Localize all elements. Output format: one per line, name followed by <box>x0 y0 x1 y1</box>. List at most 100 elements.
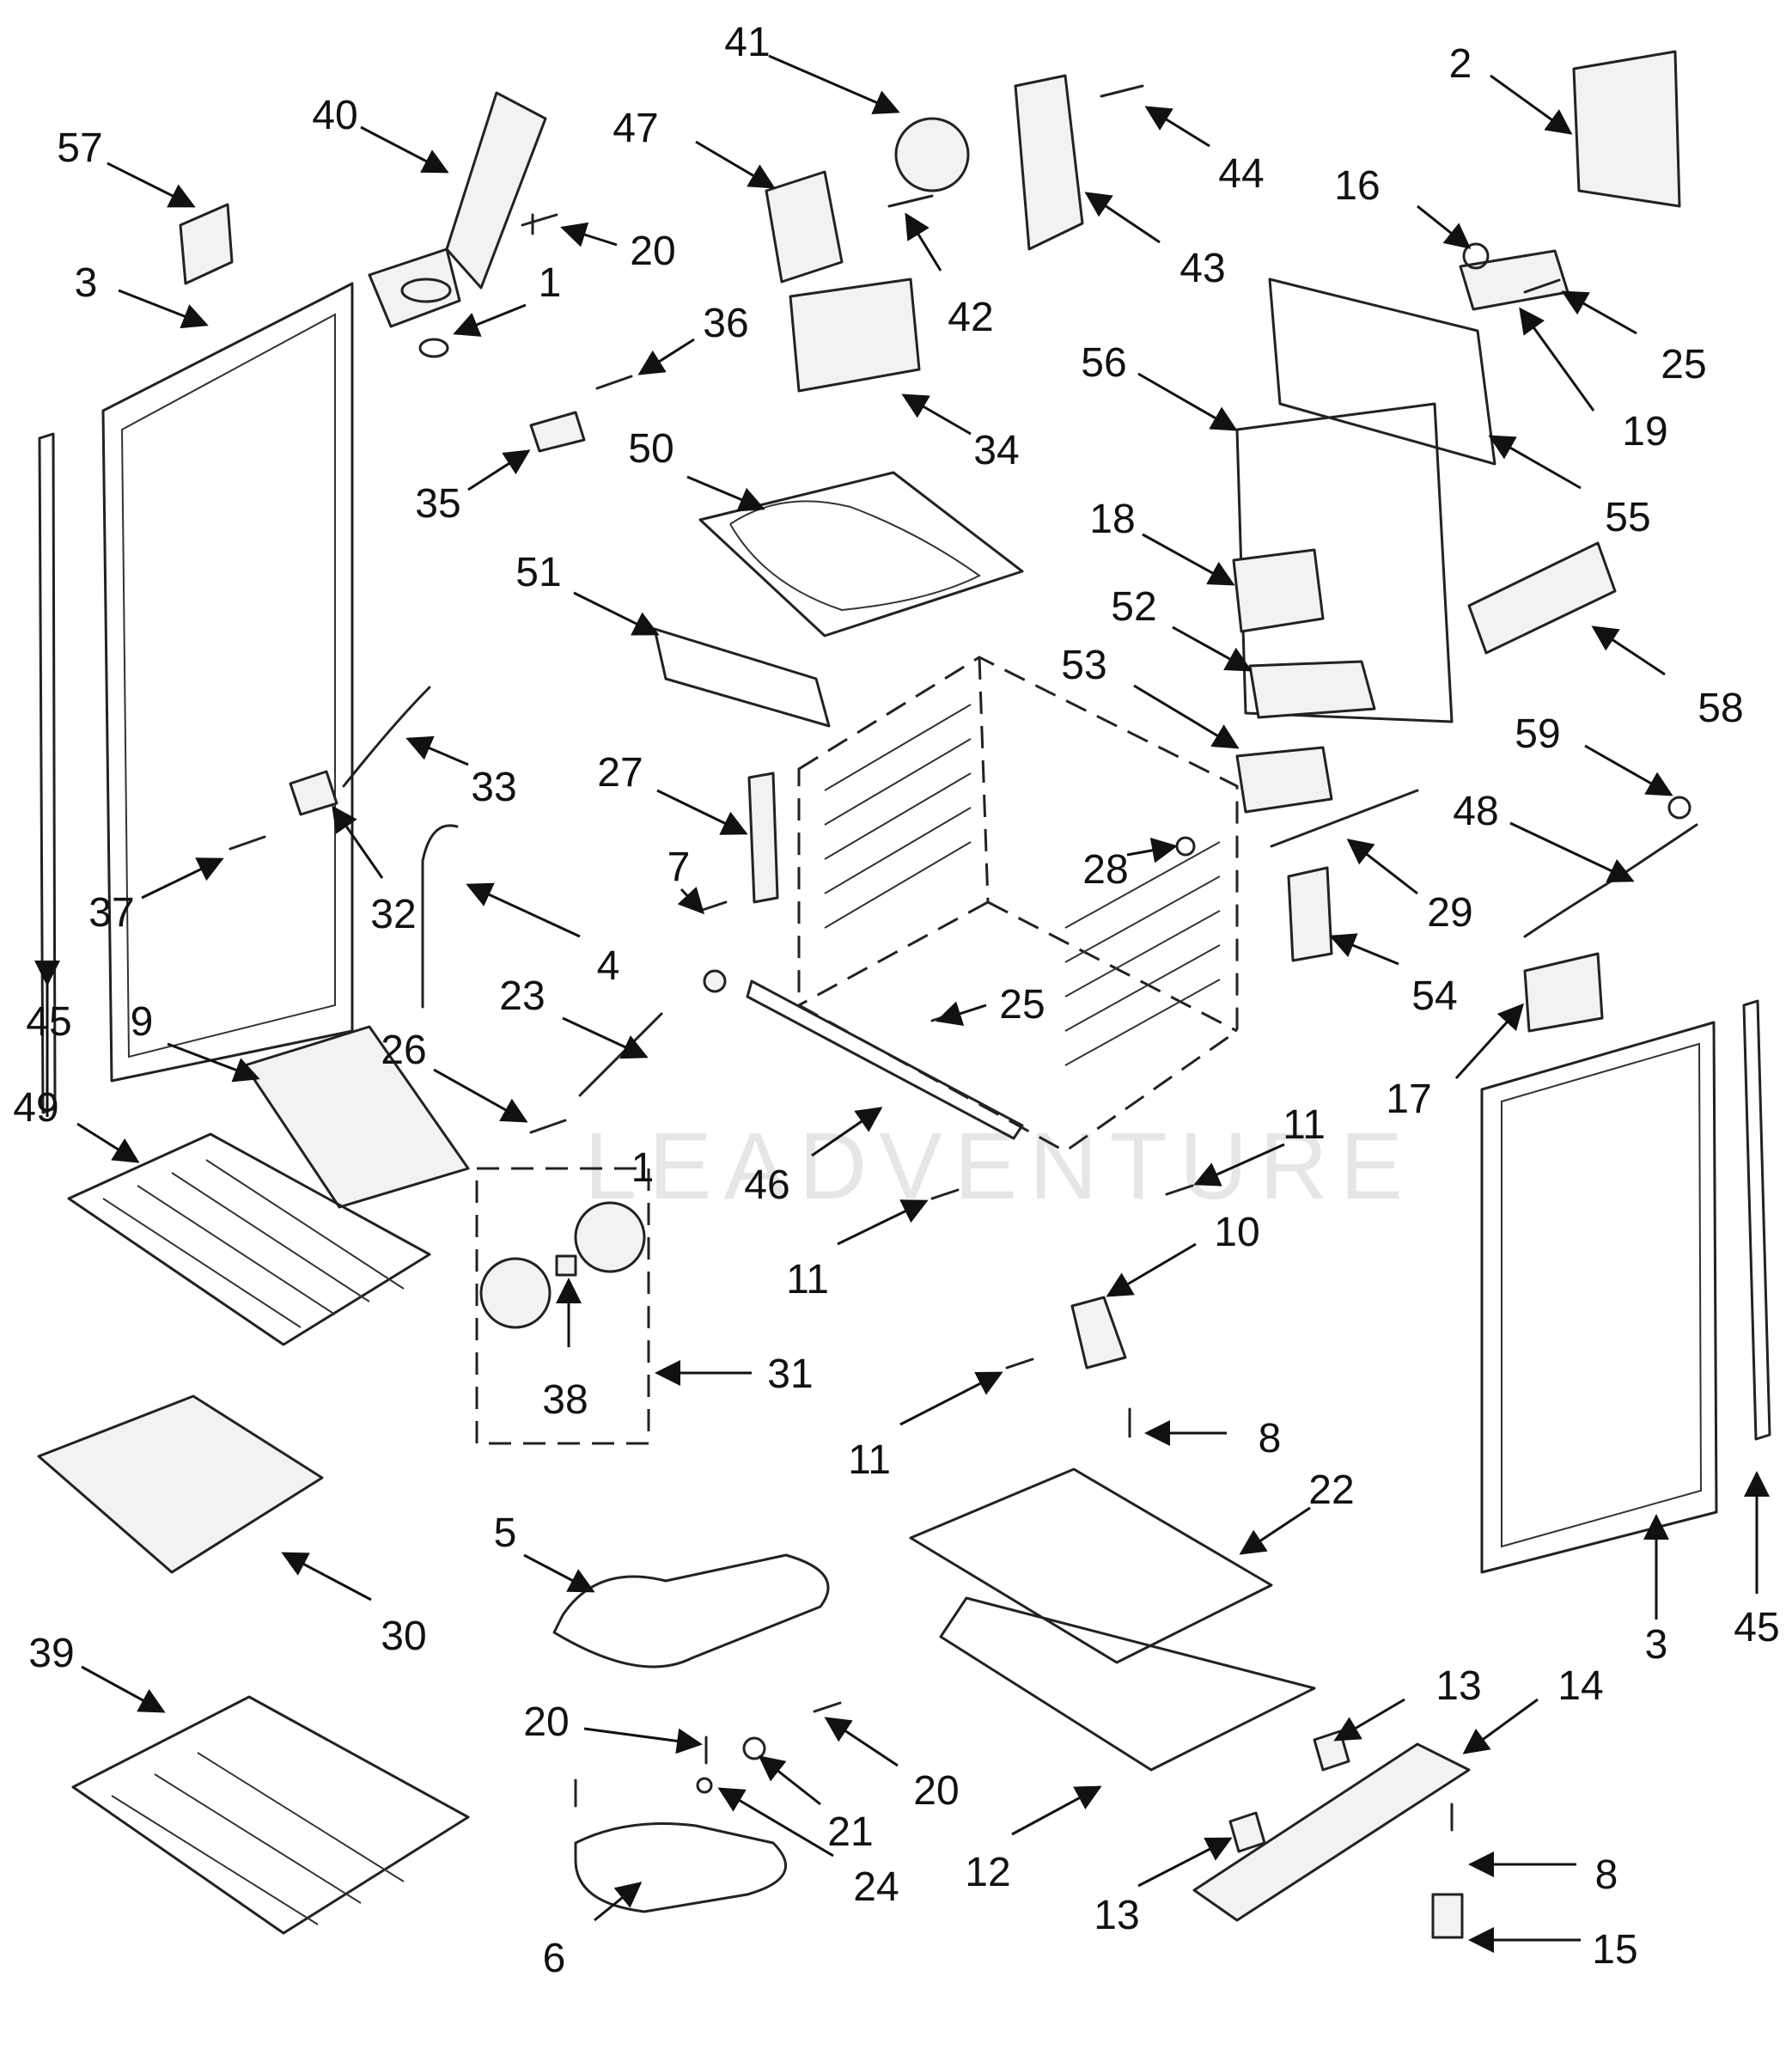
leader-3a <box>118 289 209 329</box>
top-element <box>698 471 1024 638</box>
screw-42 <box>887 194 934 208</box>
knob-16 <box>1462 242 1490 270</box>
vent-duct <box>368 91 547 328</box>
screw-26 <box>529 1119 567 1134</box>
leader-22 <box>1239 1506 1311 1555</box>
washer-21 <box>742 1736 766 1760</box>
leader-27 <box>656 789 748 835</box>
leader-17 <box>1454 1003 1525 1080</box>
vent-grille <box>243 1025 470 1209</box>
leader-36 <box>637 338 695 375</box>
screw-20-lower <box>813 1701 842 1713</box>
callout-11: 11 <box>1283 1102 1326 1148</box>
leader-5 <box>523 1553 595 1593</box>
leader-13a <box>1333 1698 1405 1742</box>
leader-20a <box>560 222 618 247</box>
rear-bracket <box>1572 50 1681 208</box>
leader-48 <box>1509 821 1635 883</box>
clip-13-a <box>1313 1730 1350 1772</box>
base-pan <box>939 1596 1316 1772</box>
callout-8: 8 <box>1595 1852 1618 1898</box>
drip-tray <box>37 1394 324 1574</box>
screw-44 <box>1100 84 1144 98</box>
leader-6 <box>594 1882 643 1922</box>
convection-fan <box>894 117 970 192</box>
callout-47: 47 <box>613 106 658 151</box>
side-panel-left <box>101 282 354 1083</box>
leader-44 <box>1144 106 1210 148</box>
callout-49: 49 <box>13 1085 58 1131</box>
callout-59: 59 <box>1515 711 1560 757</box>
callout-38: 38 <box>542 1377 588 1423</box>
probe-nut <box>703 969 727 993</box>
leader-lines <box>34 54 1770 1953</box>
callout-42: 42 <box>948 295 993 340</box>
leader-1a <box>453 303 527 337</box>
leader-26 <box>433 1068 528 1123</box>
callout-32: 32 <box>370 892 416 937</box>
duct-column <box>1014 74 1084 251</box>
probe-wire <box>421 824 459 1009</box>
callout-56: 56 <box>1081 340 1126 386</box>
callout-22: 22 <box>1308 1467 1354 1513</box>
knob-stem <box>555 1254 577 1277</box>
part-28 <box>1175 836 1196 857</box>
fan-bracket <box>765 170 844 284</box>
bracket-27 <box>747 772 779 904</box>
leader-19 <box>1519 307 1595 412</box>
callout-13: 13 <box>1094 1893 1139 1938</box>
hinge-bracket <box>179 203 234 285</box>
bottom-plate <box>909 1467 1273 1664</box>
oven-cavity <box>797 656 1239 1153</box>
callout-40: 40 <box>312 93 357 138</box>
oven-rack-49 <box>67 1132 431 1346</box>
terminal-block <box>1459 249 1570 311</box>
leader-18 <box>1142 533 1235 586</box>
leveling-foot <box>1431 1893 1464 1939</box>
leader-11c <box>899 1371 1003 1426</box>
leader-33 <box>405 735 469 766</box>
clip-13-b <box>1228 1811 1266 1853</box>
control-board <box>1467 541 1617 655</box>
leader-40 <box>360 125 449 174</box>
callout-18: 18 <box>1089 497 1135 542</box>
callout-26: 26 <box>381 1028 426 1073</box>
callout-33: 33 <box>471 765 516 810</box>
callout-15: 15 <box>1592 1927 1637 1973</box>
leader-41 <box>768 54 900 115</box>
housing-52 <box>1248 660 1376 719</box>
callout-43: 43 <box>1179 246 1225 291</box>
callout-17: 17 <box>1386 1077 1431 1122</box>
callout-37: 37 <box>88 890 134 936</box>
callout-6: 6 <box>543 1936 566 1981</box>
callout-31: 31 <box>767 1351 813 1397</box>
screw-7 <box>698 900 728 912</box>
wire-29 <box>1270 789 1419 848</box>
callout-52: 52 <box>1111 584 1156 630</box>
callout-24: 24 <box>853 1864 899 1910</box>
callout-41: 41 <box>724 20 770 65</box>
latch-53 <box>1235 746 1333 814</box>
callout-13: 13 <box>1435 1663 1481 1709</box>
leader-39 <box>81 1665 166 1713</box>
callout-12: 12 <box>965 1850 1010 1895</box>
callout-8: 8 <box>1259 1416 1282 1461</box>
leader-30 <box>281 1552 372 1601</box>
callout-36: 36 <box>703 301 748 346</box>
callout-1: 1 <box>539 260 562 306</box>
leader-9 <box>167 1042 260 1083</box>
callout-27: 27 <box>597 750 643 796</box>
callout-45: 45 <box>1734 1605 1779 1650</box>
callout-25: 25 <box>999 982 1045 1028</box>
leader-47 <box>695 140 776 189</box>
leader-11a <box>837 1199 929 1246</box>
probe-rod <box>578 1012 663 1097</box>
callout-7: 7 <box>667 845 691 890</box>
callout-14: 14 <box>1557 1663 1603 1709</box>
leader-51 <box>573 591 660 636</box>
broil-element <box>574 1822 788 1913</box>
leader-46 <box>811 1107 883 1157</box>
leader-28 <box>1126 837 1178 863</box>
callout-35: 35 <box>415 481 460 527</box>
